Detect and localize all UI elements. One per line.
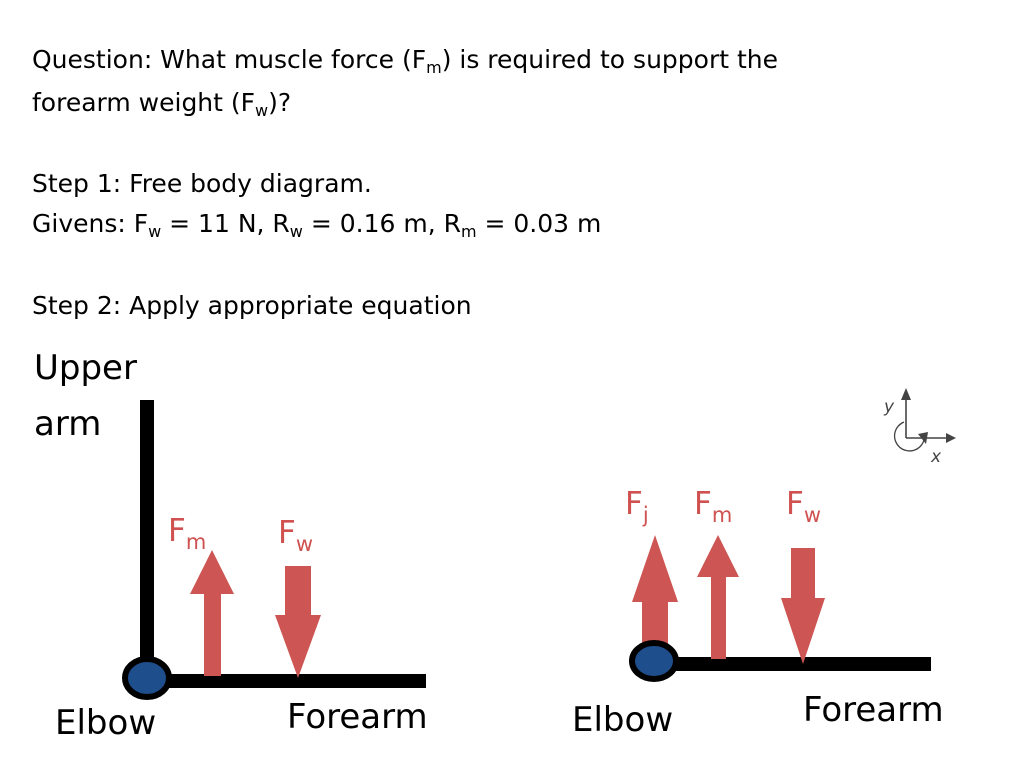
upper-arm-bone: [140, 400, 154, 686]
forearm-label-left: Forearm: [287, 697, 428, 737]
y-axis-label: y: [883, 397, 895, 417]
step1-text: Step 1: Free body diagram.: [32, 169, 372, 198]
elbow-label-right: Elbow: [572, 700, 674, 740]
fw-label-right: Fw: [786, 486, 822, 527]
fw-label-left: Fw: [278, 515, 314, 556]
fw-arrow-down-right: [781, 548, 825, 664]
question-line-2: forearm weight (Fw)?: [32, 88, 292, 120]
fm-arrow-up-left: [190, 550, 234, 676]
x-axis-label: x: [930, 447, 942, 467]
fm-label-right: Fm: [694, 486, 733, 527]
fj-label-right: Fj: [625, 486, 649, 527]
forearm-label-right: Forearm: [803, 690, 944, 730]
elbow-joint-left: [122, 656, 172, 700]
fm-label-left: Fm: [168, 513, 207, 554]
fw-arrow-down-left: [275, 566, 321, 678]
forearm-bone-left: [140, 674, 426, 688]
elbow-label-left: Elbow: [55, 703, 157, 743]
upper-label: Upper: [34, 348, 137, 388]
forearm-bone-right: [655, 657, 931, 671]
axes-icon: [893, 388, 956, 452]
step2-text: Step 2: Apply appropriate equation: [32, 291, 472, 320]
elbow-joint-right: [629, 640, 679, 682]
givens-line: Givens: Fw = 11 N, Rw = 0.16 m, Rm = 0.0…: [32, 209, 602, 241]
fm-arrow-up-right: [697, 535, 739, 659]
question-line-1: Question: What muscle force (Fm) is requ…: [32, 45, 779, 77]
arm-label: arm: [34, 404, 102, 444]
